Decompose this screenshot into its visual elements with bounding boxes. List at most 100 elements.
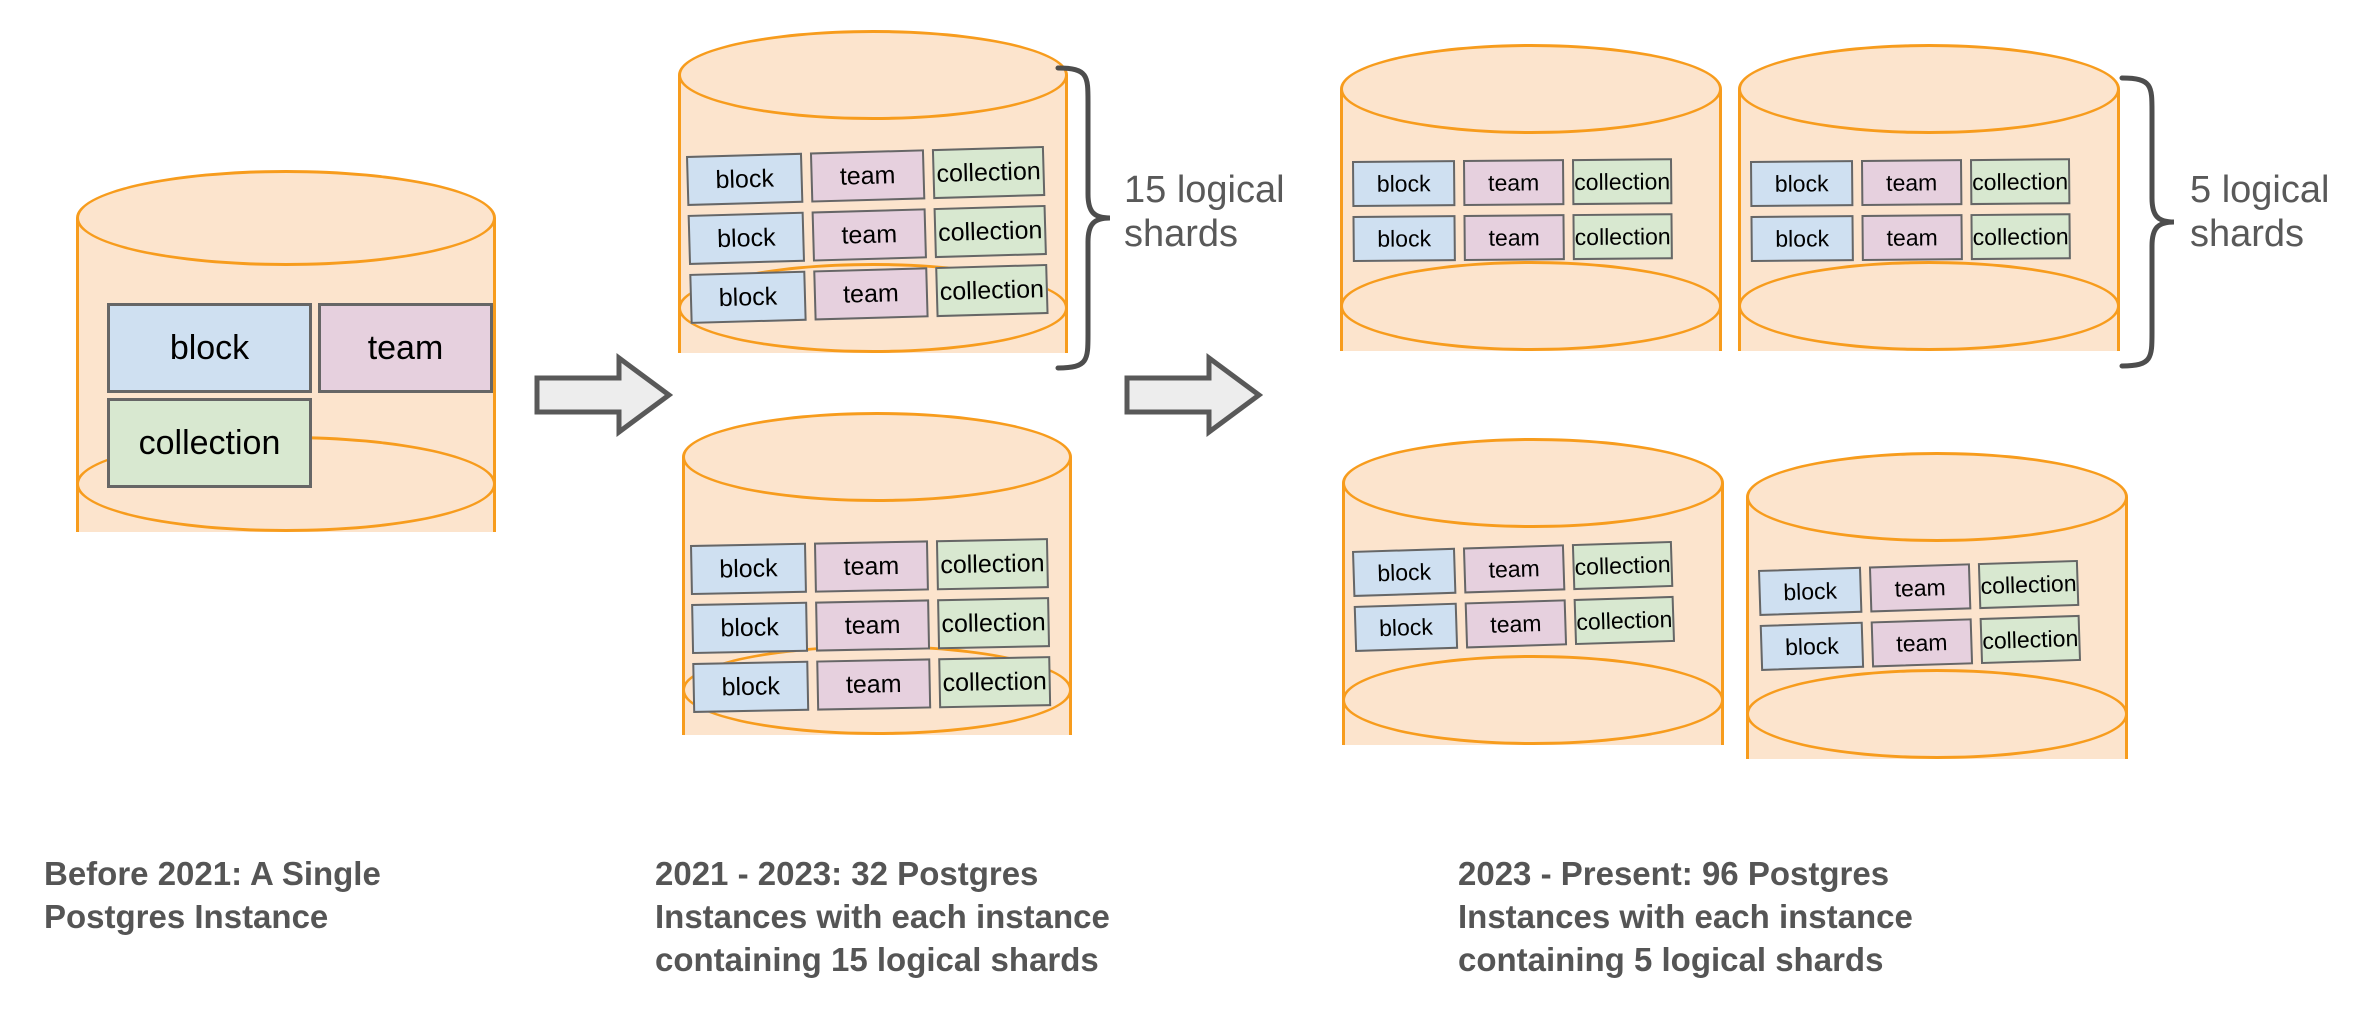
shard-label: collection [1574, 167, 1671, 195]
shard-label: block [1775, 224, 1830, 252]
shard-label: team [1895, 628, 1948, 657]
shard-label: collection [939, 274, 1045, 306]
shard-label: block [715, 164, 775, 194]
cylinder-top-ellipse [1342, 438, 1724, 528]
shard-row: block team collection [686, 146, 1046, 206]
shard-label: block [720, 612, 780, 642]
shard-row: block team collection [689, 263, 1049, 324]
shard-row: block team collection [691, 597, 1051, 654]
shard-team: team [1462, 159, 1565, 207]
brace-label-15-shards: 15 logical shards [1124, 169, 1285, 256]
cylinder-bottom-ellipse [1340, 261, 1722, 351]
shard-collection: collection [931, 146, 1046, 200]
cylinder-top-ellipse [682, 412, 1072, 502]
shard-block: block [1750, 160, 1854, 207]
shard-label: collection [1972, 167, 2069, 195]
shard-collection: collection [935, 263, 1049, 318]
cylinder-bottom-ellipse [1746, 669, 2128, 759]
shard-team: team [1861, 214, 1963, 262]
cylinder-top-ellipse [1746, 452, 2128, 542]
shard-collection: collection [1977, 559, 2080, 610]
shard-block: block [1352, 547, 1457, 597]
shard-row: block team collection [1750, 213, 2071, 262]
shard-row: block team collection [1352, 540, 1674, 597]
cylinder-top-ellipse [678, 30, 1068, 120]
shard-label: team [1885, 168, 1938, 196]
shard-grid-2021-bottom: block team collection block team collect… [690, 538, 1052, 713]
shard-label: collection [1574, 222, 1671, 250]
shard-row: block team collection [1750, 158, 2071, 207]
arrow-1 [533, 352, 674, 438]
shard-collection: collection [1969, 158, 2071, 206]
caption-2023-present: 2023 - Present: 96 Postgres Instances wi… [1458, 855, 1913, 978]
shard-label: team [1487, 168, 1540, 196]
shard-collection: collection [1571, 158, 1673, 206]
cylinder-bottom-ellipse [1738, 261, 2120, 351]
shard-collection: collection [933, 204, 1047, 259]
shard-collection: collection [937, 597, 1051, 650]
shard-label: block [719, 553, 778, 583]
shard-team: team [1860, 159, 1963, 207]
shard-label: collection [1980, 569, 2077, 599]
shard-block: block [1352, 215, 1456, 262]
shard-team: team [1462, 544, 1566, 594]
shard-block: block [691, 601, 809, 654]
shard-label: team [844, 610, 901, 640]
shard-label: team [1489, 609, 1542, 638]
shard-label: collection [940, 548, 1045, 579]
shard-collection: collection [1573, 595, 1676, 646]
shard-row: block team collection [690, 538, 1049, 595]
table-box-label: collection [138, 423, 281, 462]
shard-label: collection [937, 215, 1043, 247]
shard-label: team [1886, 223, 1938, 251]
shard-grid-2023-bottom-right: block team collection block team collect… [1758, 559, 2082, 671]
brace-label-5-shards: 5 logical shards [2190, 169, 2330, 256]
shard-label: collection [1575, 605, 1673, 635]
shard-label: block [1377, 224, 1432, 252]
shard-grid-2021-top: block team collection block team collect… [686, 146, 1049, 324]
shard-team: team [1464, 599, 1568, 649]
shard-block: block [1750, 215, 1854, 262]
table-box-block: block [107, 303, 312, 393]
table-box-collection: collection [107, 398, 312, 488]
shard-collection: collection [1970, 213, 2071, 261]
shard-row: block team collection [1352, 158, 1673, 207]
shard-block: block [1758, 566, 1863, 616]
shard-team: team [813, 540, 929, 593]
shard-label: collection [1981, 624, 2079, 654]
shard-row: block team collection [687, 204, 1047, 265]
shard-collection: collection [1571, 540, 1674, 591]
shard-label: block [1782, 577, 1838, 605]
shard-label: block [1774, 169, 1829, 197]
table-box-label: team [367, 328, 444, 367]
brace-5-shards [2116, 72, 2180, 372]
shard-label: block [1784, 632, 1840, 660]
shard-collection: collection [1572, 213, 1673, 261]
shard-grid-2023-top-right: block team collection block team collect… [1750, 158, 2071, 262]
shard-label: team [1488, 223, 1540, 251]
shard-block: block [689, 270, 807, 324]
cylinder-top-ellipse [76, 170, 496, 266]
cylinder-top-ellipse [1738, 44, 2120, 134]
shard-label: collection [1574, 550, 1671, 580]
shard-block: block [687, 211, 805, 265]
shard-collection: collection [938, 656, 1052, 709]
shard-label: collection [1972, 222, 2069, 250]
shard-label: block [1376, 558, 1432, 586]
shard-grid-2023-bottom-left: block team collection block team collect… [1352, 540, 1676, 652]
shard-collection: collection [935, 538, 1049, 591]
shard-label: collection [941, 607, 1046, 638]
cylinder-top-ellipse [1340, 44, 1722, 134]
shard-label: block [716, 223, 776, 253]
table-box-label: block [169, 328, 250, 367]
shard-label: block [1376, 169, 1431, 197]
caption-2021-2023: 2021 - 2023: 32 Postgres Instances with … [655, 855, 1110, 978]
shard-label: block [1378, 613, 1434, 641]
shard-label: block [721, 671, 781, 701]
shard-label: collection [942, 666, 1048, 697]
cylinder-bottom-ellipse [1342, 655, 1724, 745]
shard-block: block [1352, 160, 1456, 207]
brace-15-shards [1052, 62, 1116, 374]
shard-block: block [686, 152, 804, 206]
